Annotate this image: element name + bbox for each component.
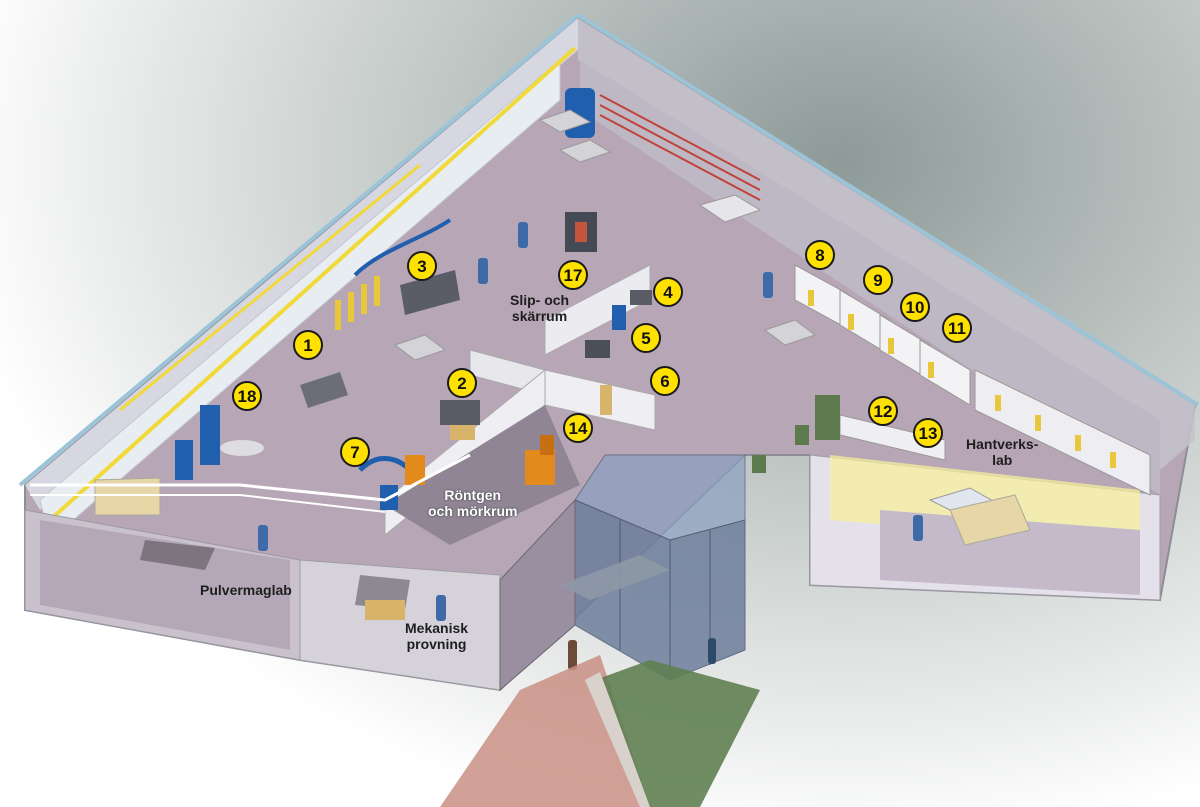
rontgen-room [385, 405, 580, 545]
marker-label: 8 [815, 246, 824, 265]
room-label-mekanisk-provning: Mekanisk provning [405, 620, 469, 652]
left-yellow-light-strip [48, 46, 577, 522]
marker-circle [653, 277, 683, 307]
marker-label: 3 [417, 257, 426, 276]
entrance-glass-side [499, 498, 576, 692]
marker-circle [232, 381, 262, 411]
marker-5[interactable]: 5 [631, 323, 661, 353]
machine-3 [353, 218, 460, 315]
mezzanine-railing [30, 453, 471, 502]
booths-8-11 [794, 264, 971, 406]
people [258, 222, 923, 670]
marker-label: 6 [660, 372, 669, 391]
left-glass-wall [25, 18, 578, 510]
mezzanine-railing-2 [30, 494, 386, 513]
marker-6[interactable]: 6 [650, 366, 680, 396]
marker-3[interactable]: 3 [407, 251, 437, 281]
marker-circle [558, 260, 588, 290]
red-pipe-2 [599, 104, 761, 191]
machine-6 [600, 385, 612, 415]
pulvermaglab-room [40, 520, 290, 650]
marker-label: 7 [350, 443, 359, 462]
entrance-canopy [560, 555, 670, 600]
marker-1[interactable]: 1 [293, 330, 323, 360]
marker-11[interactable]: 11 [942, 313, 972, 343]
marker-8[interactable]: 8 [805, 240, 835, 270]
machine-2 [440, 400, 480, 440]
marker-circle [868, 396, 898, 426]
green-machines [752, 395, 840, 473]
marker-circle [631, 323, 661, 353]
machine-1 [300, 372, 348, 408]
marker-circle [863, 265, 893, 295]
marker-label: 1 [303, 336, 312, 355]
marker-10[interactable]: 10 [900, 292, 930, 322]
marker-label: 14 [569, 419, 588, 438]
red-pipe-1 [599, 94, 761, 181]
marker-label: 18 [238, 387, 257, 406]
marker-circle [340, 437, 370, 467]
marker-2[interactable]: 2 [447, 368, 477, 398]
room-label-pulvermaglab: Pulvermaglab [200, 582, 292, 598]
yellow-welding-arms [335, 276, 380, 330]
entrance-glass-top [574, 454, 746, 541]
storage-room [880, 510, 1140, 595]
marker-circle [407, 251, 437, 281]
marker-14[interactable]: 14 [563, 413, 593, 443]
machine-4-5 [585, 290, 652, 358]
marker-9[interactable]: 9 [863, 265, 893, 295]
marker-circle [805, 240, 835, 270]
pulvermaglab-table [140, 540, 215, 570]
marker-circle [942, 313, 972, 343]
marker-label: 2 [457, 374, 466, 393]
marker-circle [447, 368, 477, 398]
mekanisk-provning-equipment [355, 575, 410, 620]
marker-7[interactable]: 7 [340, 437, 370, 467]
red-pipe-3 [599, 114, 761, 201]
marker-circle [563, 413, 593, 443]
marker-12[interactable]: 12 [868, 396, 898, 426]
left-yellow-light-strip-2 [119, 163, 421, 412]
marker-label: 10 [906, 298, 925, 317]
marker-label: 9 [873, 271, 882, 290]
room-label-hantverkslab: Hantverks- lab [966, 436, 1039, 468]
grass-border [585, 672, 650, 807]
marker-4[interactable]: 4 [653, 277, 683, 307]
marker-circle [913, 418, 943, 448]
room-label-rontgen-och-morkrum: Röntgen och mörkrum [428, 487, 518, 519]
marker-label: 13 [919, 424, 938, 443]
machine-17 [565, 212, 597, 252]
marker-circle [900, 292, 930, 322]
machine-14-robot [525, 435, 555, 485]
marker-label: 4 [663, 283, 673, 302]
machine-18-blue [175, 405, 264, 480]
marker-13[interactable]: 13 [913, 418, 943, 448]
marker-circle [650, 366, 680, 396]
roof-edge [18, 12, 1200, 487]
marker-17[interactable]: 17 [558, 260, 588, 290]
marker-label: 5 [641, 329, 650, 348]
marker-label: 12 [874, 402, 893, 421]
marker-circle [293, 330, 323, 360]
marker-18[interactable]: 18 [232, 381, 262, 411]
booths-right-row [974, 369, 1151, 496]
marker-label: 11 [948, 319, 966, 338]
room-label-slip-och-skarrum: Slip- och skärrum [510, 292, 570, 324]
material-pallets [94, 109, 1031, 546]
marker-label: 17 [564, 266, 583, 285]
